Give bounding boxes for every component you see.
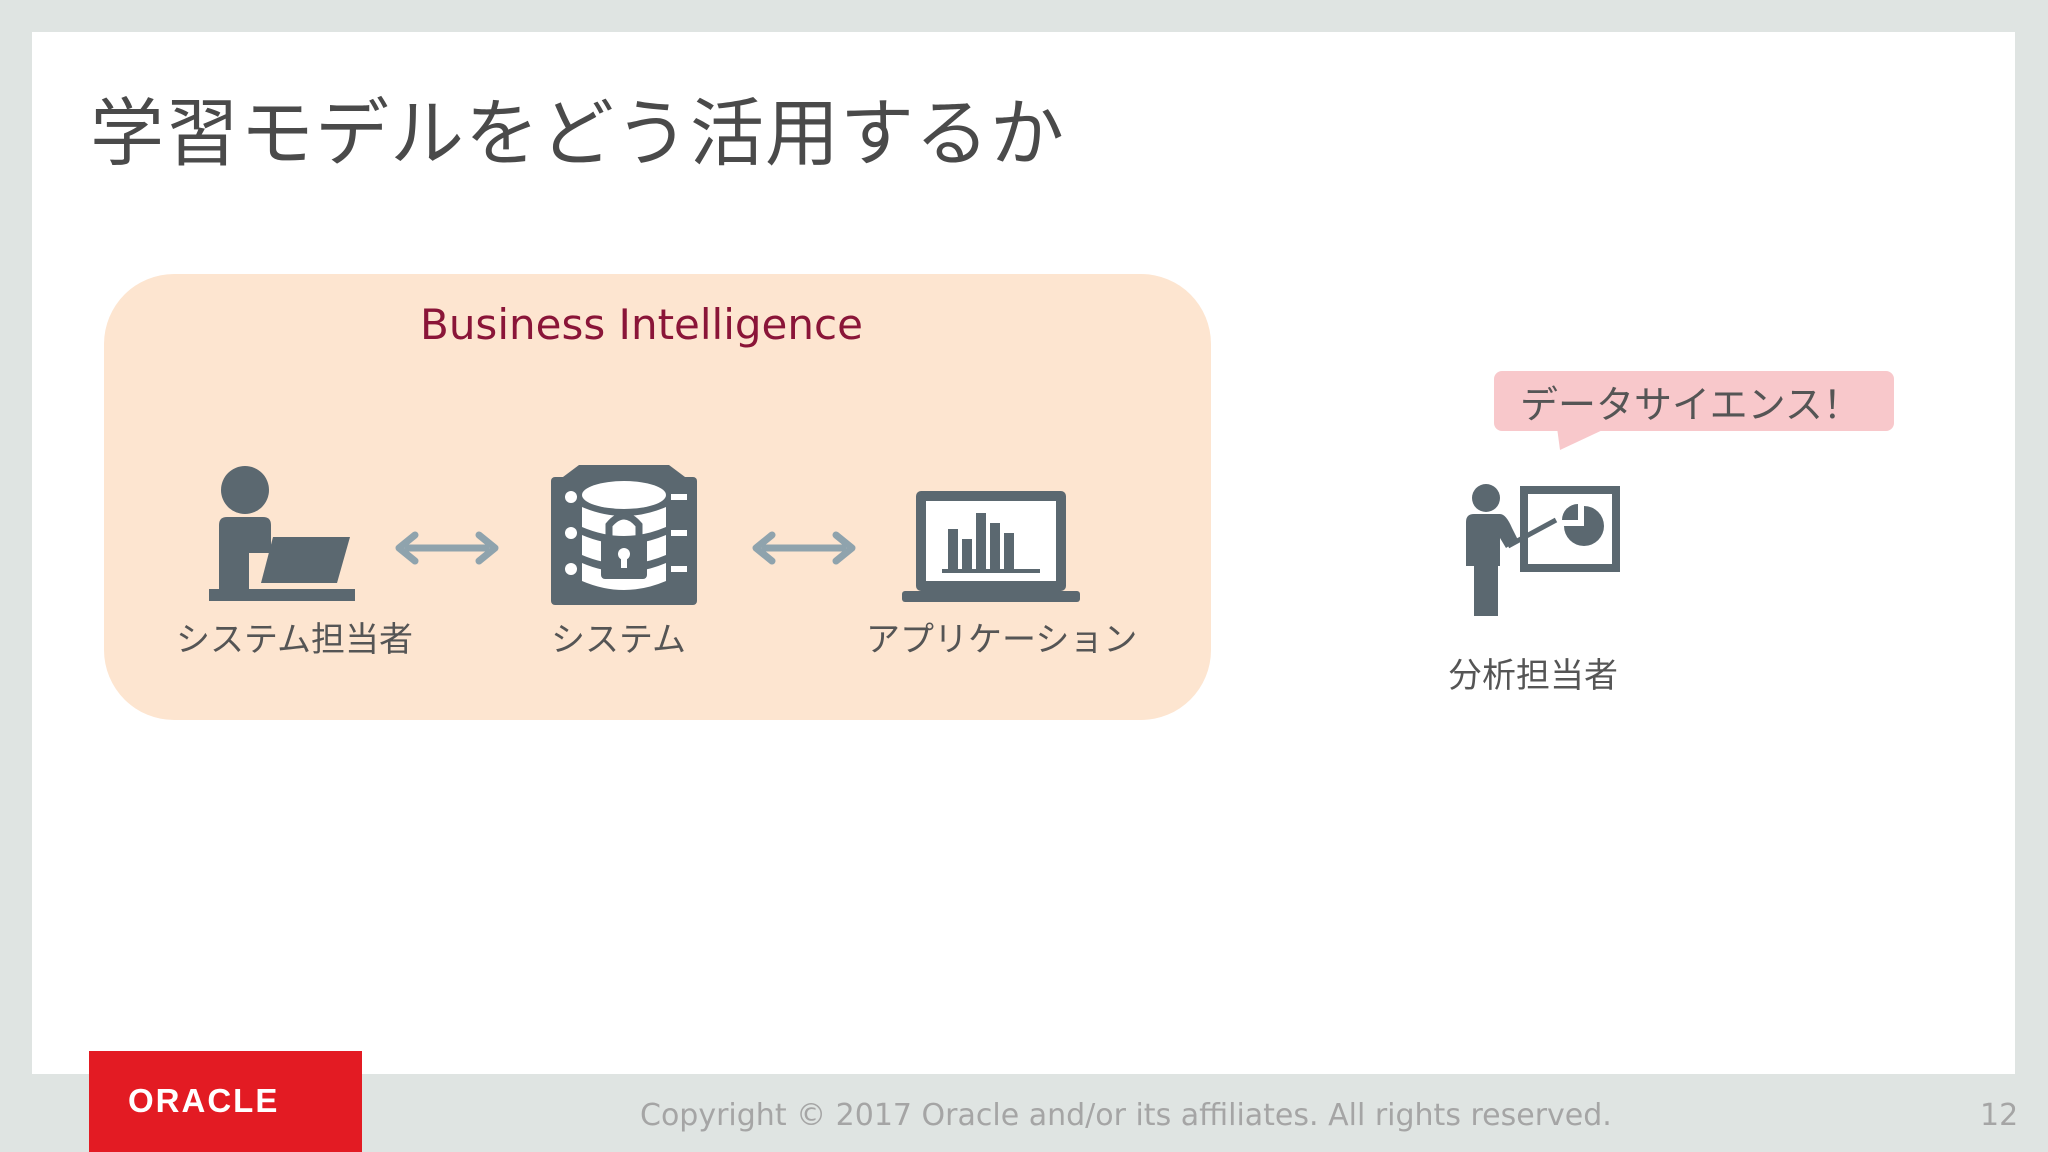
- bi-panel-title: Business Intelligence: [420, 300, 863, 349]
- speech-bubble-text: データサイエンス！: [1520, 383, 1861, 427]
- speech-bubble-tail: [1556, 420, 1624, 450]
- slide-title: 学習モデルをどう活用するか: [90, 91, 1065, 177]
- bidirectional-arrow-icon: [395, 531, 499, 565]
- presenter-chart-icon: [1466, 484, 1620, 616]
- system-admin-label: システム担当者: [176, 620, 413, 660]
- page-number: 12: [1980, 1098, 2019, 1133]
- laptop-chart-icon: [902, 491, 1080, 602]
- application-label: アプリケーション: [866, 620, 1138, 660]
- copyright-text: Copyright © 2017 Oracle and/or its affil…: [640, 1098, 1612, 1133]
- oracle-logo: [89, 1051, 362, 1152]
- person-laptop-icon: [209, 466, 355, 601]
- system-label: システム: [551, 620, 686, 660]
- oracle-logo-text: ORACLE: [128, 1082, 280, 1119]
- bidirectional-arrow-icon: [752, 531, 856, 565]
- analyst-label: 分析担当者: [1448, 656, 1618, 696]
- database-lock-icon: [551, 465, 697, 605]
